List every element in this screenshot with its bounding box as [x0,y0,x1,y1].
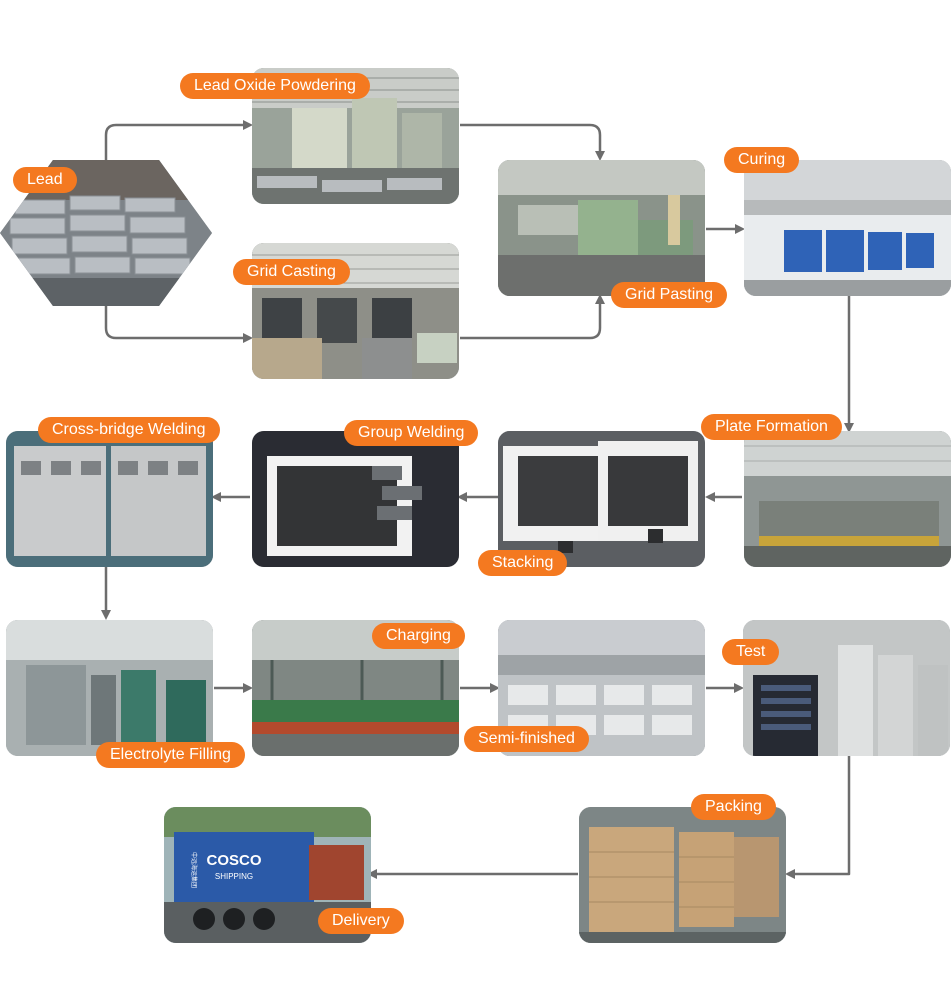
step-label-test: Test [722,639,780,665]
plate-formation-photo [744,431,951,567]
step-label-plate-formation: Plate Formation [701,414,842,440]
test-photo [743,620,950,756]
step-label-curing: Curing [724,147,800,173]
packing-photo [579,807,786,943]
step-label-lead-oxide-powdering: Lead Oxide Powdering [180,73,370,99]
step-label-group-welding: Group Welding [344,420,479,446]
step-label-cross-bridge-welding: Cross-bridge Welding [38,417,220,443]
arrow-oxide-to-pasting [460,123,605,161]
step-label-packing: Packing [691,794,776,820]
step-label-grid-pasting: Grid Pasting [611,282,728,308]
stacking-photo [498,431,705,567]
arrow-lead-to-oxide [104,120,253,160]
step-label-delivery: Delivery [318,908,404,934]
step-label-lead: Lead [13,167,77,193]
curing-photo [744,160,951,296]
step-label-semi-finished: Semi-finished [464,726,589,752]
arrow-lead-to-grid-casting [104,305,253,343]
electrolyte-filling-photo [6,620,213,756]
step-label-stacking: Stacking [478,550,568,576]
grid-pasting-photo [498,160,705,296]
arrow-casting-to-pasting [460,294,605,340]
step-label-grid-casting: Grid Casting [233,259,350,285]
container-brand-text: COSCO [206,852,261,869]
container-subbrand-text: SHIPPING [215,872,253,881]
cross-bridge-welding-photo [6,431,213,567]
step-label-electrolyte-filling: Electrolyte Filling [96,742,245,768]
container-chinese-text: 中远海运集团 [190,852,198,888]
arrow-test-to-packing [785,756,851,879]
step-label-charging: Charging [372,623,465,649]
group-welding-photo [252,431,459,567]
